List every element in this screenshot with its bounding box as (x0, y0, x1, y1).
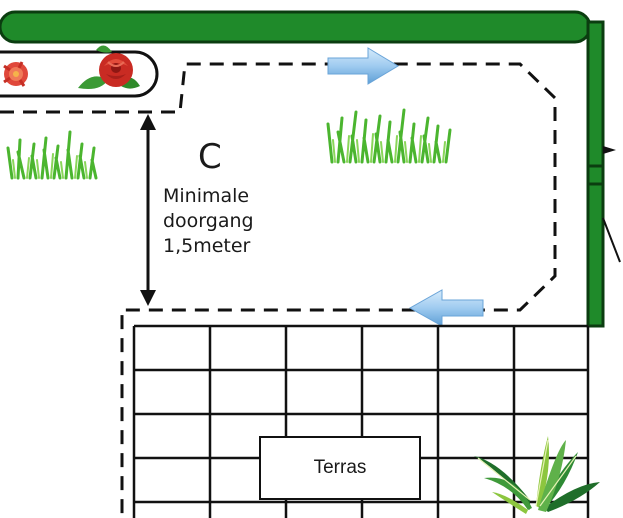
arrow-left-icon (408, 289, 484, 327)
rose-icon (3, 61, 28, 87)
flower-bed (0, 45, 159, 98)
top-hedge (0, 10, 592, 44)
path-outline (0, 62, 557, 518)
arrow-right-icon (327, 47, 399, 85)
passage-label-line-1: Minimale (163, 185, 250, 207)
fern-plant-icon (474, 436, 600, 514)
minimum-passage-label: Minimale doorgang 1,5meter (163, 184, 293, 259)
terrace-label-box: Terras (259, 436, 421, 500)
passage-label-line-3: 1,5meter (163, 235, 251, 257)
passage-label-line-2: doorgang (163, 210, 254, 232)
right-hedge (586, 20, 621, 328)
terrace-label: Terras (313, 457, 367, 478)
double-arrow-vertical-icon (140, 114, 156, 306)
zone-letter: C (198, 137, 222, 177)
rose-icon (78, 45, 140, 89)
grass-icon (6, 130, 98, 180)
grass-icon (326, 108, 452, 164)
